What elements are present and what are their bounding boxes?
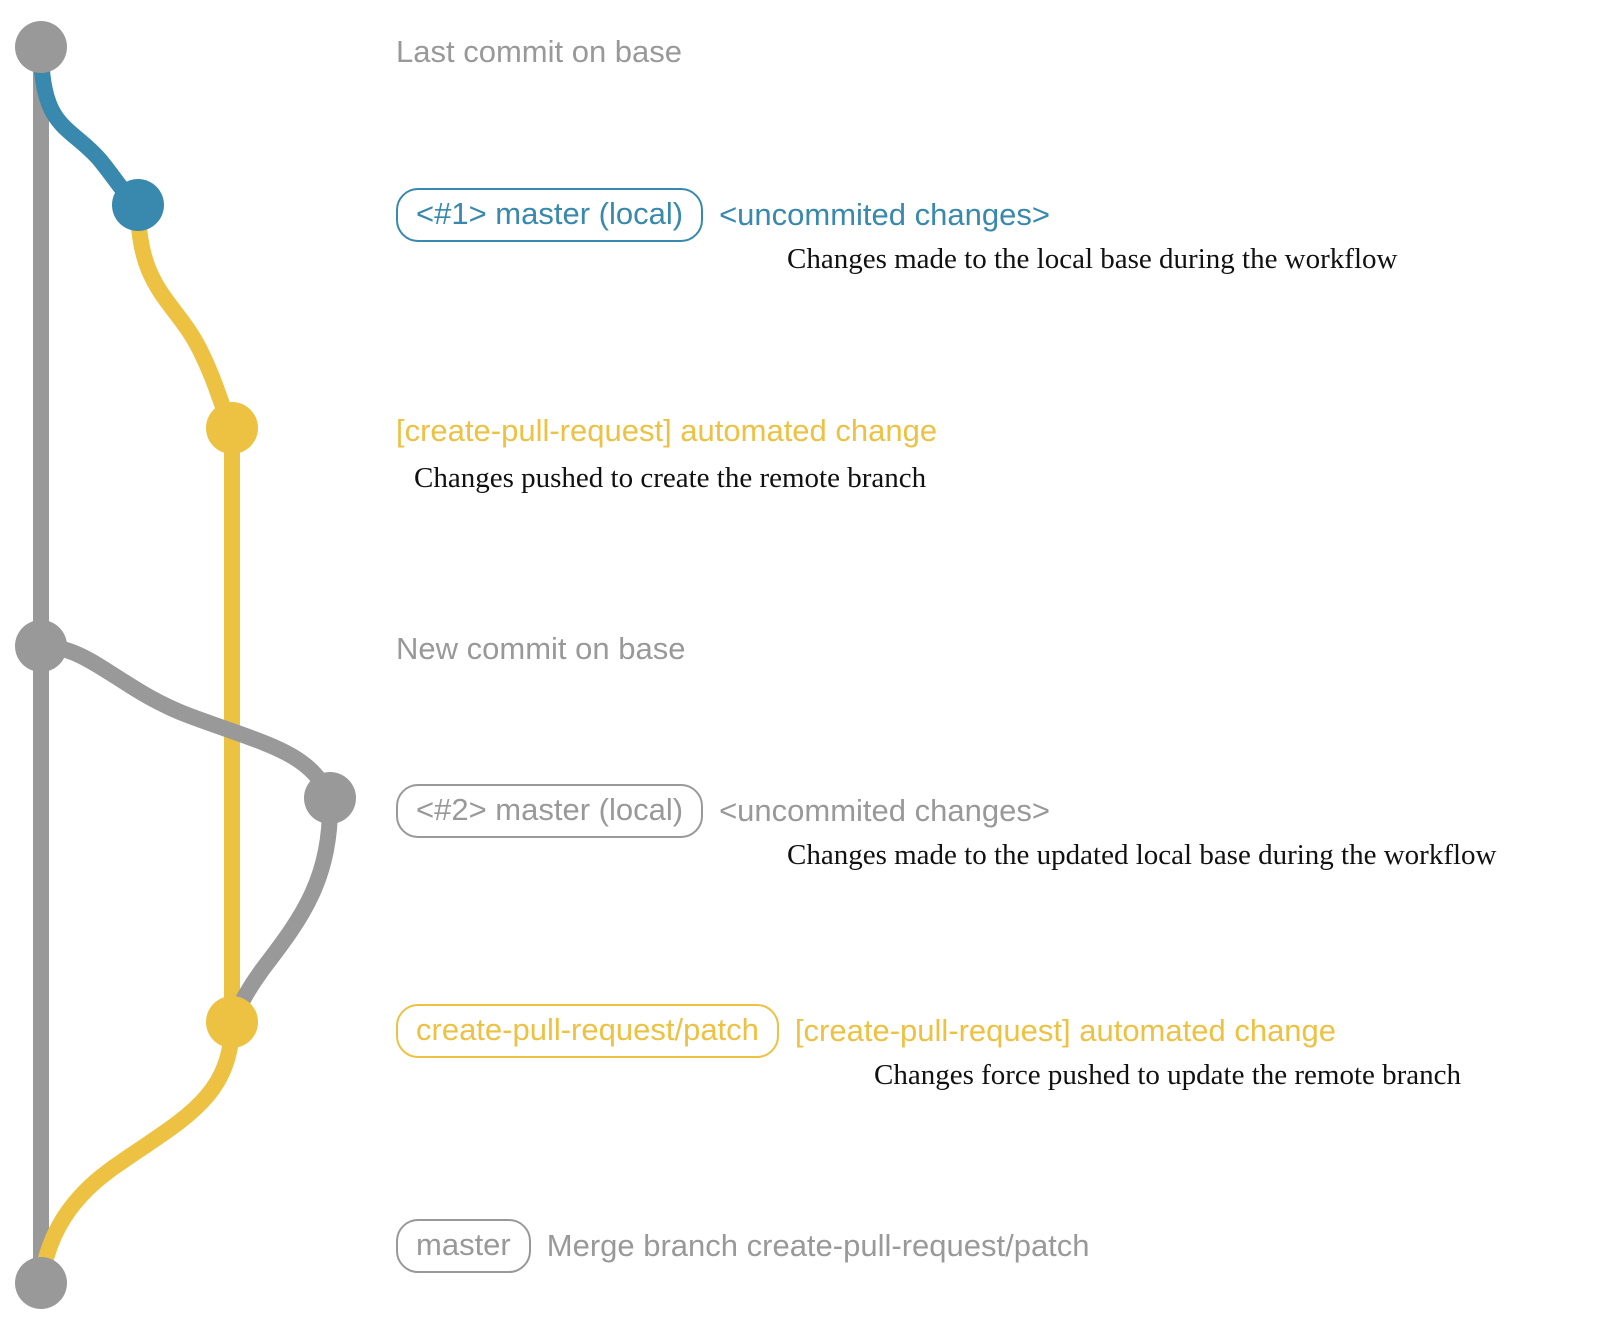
- label-uncommited-changes-1: <uncommited changes>: [719, 197, 1050, 232]
- row-master-local-2: <#2> master (local) <uncommited changes>: [396, 784, 1050, 838]
- badge-create-pull-request-patch[interactable]: create-pull-request/patch: [396, 1004, 779, 1058]
- commit-node-new-commit-on-base[interactable]: [15, 620, 67, 672]
- label-automated-change-2: [create-pull-request] automated change: [794, 1013, 1337, 1048]
- commit-node-automated-change-1[interactable]: [206, 402, 258, 454]
- row-master-local-1: <#1> master (local) <uncommited changes>: [396, 188, 1050, 242]
- commit-node-automated-change-2[interactable]: [206, 996, 258, 1048]
- row-automated-change-1: [create-pull-request] automated change: [396, 412, 937, 450]
- row-automated-change-2: create-pull-request/patch [create-pull-r…: [396, 1004, 1336, 1058]
- commit-node-last-commit-on-base[interactable]: [15, 21, 67, 73]
- subtext-master-local-2: Changes made to the updated local base d…: [787, 839, 1497, 871]
- edge-base-to-master-local-2: [33, 638, 338, 806]
- commit-node-master-local-1[interactable]: [112, 179, 164, 231]
- row-merge-branch: master Merge branch create-pull-request/…: [396, 1219, 1090, 1273]
- label-merge-branch: Merge branch create-pull-request/patch: [546, 1228, 1090, 1263]
- label-uncommited-changes-2: <uncommited changes>: [719, 793, 1050, 828]
- commit-node-merge-branch[interactable]: [15, 1257, 67, 1309]
- row-new-commit-on-base: New commit on base: [396, 630, 685, 668]
- subtext-master-local-1: Changes made to the local base during th…: [787, 243, 1398, 275]
- badge-master-local-2[interactable]: <#2> master (local): [396, 784, 704, 838]
- label-automated-change-1: [create-pull-request] automated change: [396, 413, 938, 448]
- badge-master[interactable]: master: [396, 1219, 531, 1273]
- row-last-commit-on-base: Last commit on base: [396, 33, 682, 71]
- edge-patch-to-master-merge: [33, 1014, 240, 1291]
- badge-master-local-1[interactable]: <#1> master (local): [396, 188, 704, 242]
- label-last-commit-on-base: Last commit on base: [396, 34, 683, 69]
- label-new-commit-on-base: New commit on base: [396, 631, 686, 666]
- commit-node-master-local-2[interactable]: [304, 772, 356, 824]
- subtext-automated-change-2: Changes force pushed to update the remot…: [874, 1059, 1462, 1091]
- subtext-automated-change-1: Changes pushed to create the remote bran…: [414, 462, 927, 494]
